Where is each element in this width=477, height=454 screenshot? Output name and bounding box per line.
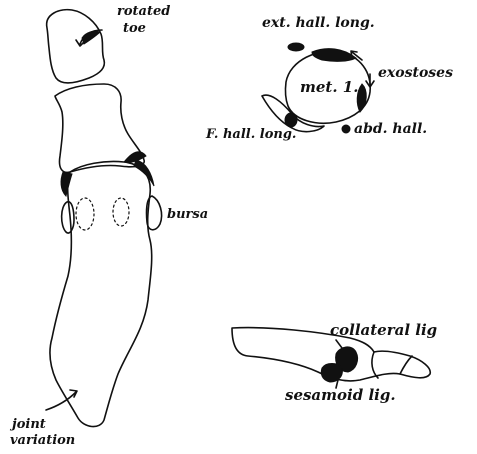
lateral-sesamoid	[321, 364, 342, 383]
capsule-dorsal	[124, 152, 146, 163]
distal-phalanx	[47, 10, 105, 83]
sesamoid-lateral-dotted	[113, 198, 129, 226]
f-hall-long-tendon	[285, 113, 297, 127]
exostoses-side	[357, 84, 366, 112]
label-f-hall-long: F. hall. long.	[206, 128, 296, 141]
label-collateral-lig: collateral lig	[330, 323, 437, 338]
rotated-toe-mark	[82, 31, 100, 44]
label-bursa: bursa	[167, 208, 208, 221]
label-met-1: met. 1.	[300, 80, 358, 95]
label-exostoses: exostoses	[378, 66, 453, 80]
collateral-ligament-pointer	[336, 340, 342, 348]
exostoses-mark	[312, 49, 356, 62]
joint-capsule-right	[134, 160, 154, 186]
label-variation: variation	[10, 434, 75, 447]
label-joint: joint	[12, 418, 46, 431]
label-toe: toe	[123, 22, 146, 35]
label-rotated: rotated	[117, 5, 170, 18]
label-abd-hall: abd. hall.	[354, 122, 427, 136]
first-metatarsal	[50, 161, 152, 426]
joint-capsule-left	[61, 172, 72, 196]
abd-hall-muscle	[342, 125, 350, 133]
bursa-medial	[62, 202, 74, 233]
ext-hall-long-tendon	[288, 43, 304, 51]
sesamoid-medial-dotted	[76, 198, 94, 230]
label-sesamoid-lig: sesamoid lig.	[285, 388, 396, 403]
label-ext-hall-long: ext. hall. long.	[262, 16, 375, 30]
